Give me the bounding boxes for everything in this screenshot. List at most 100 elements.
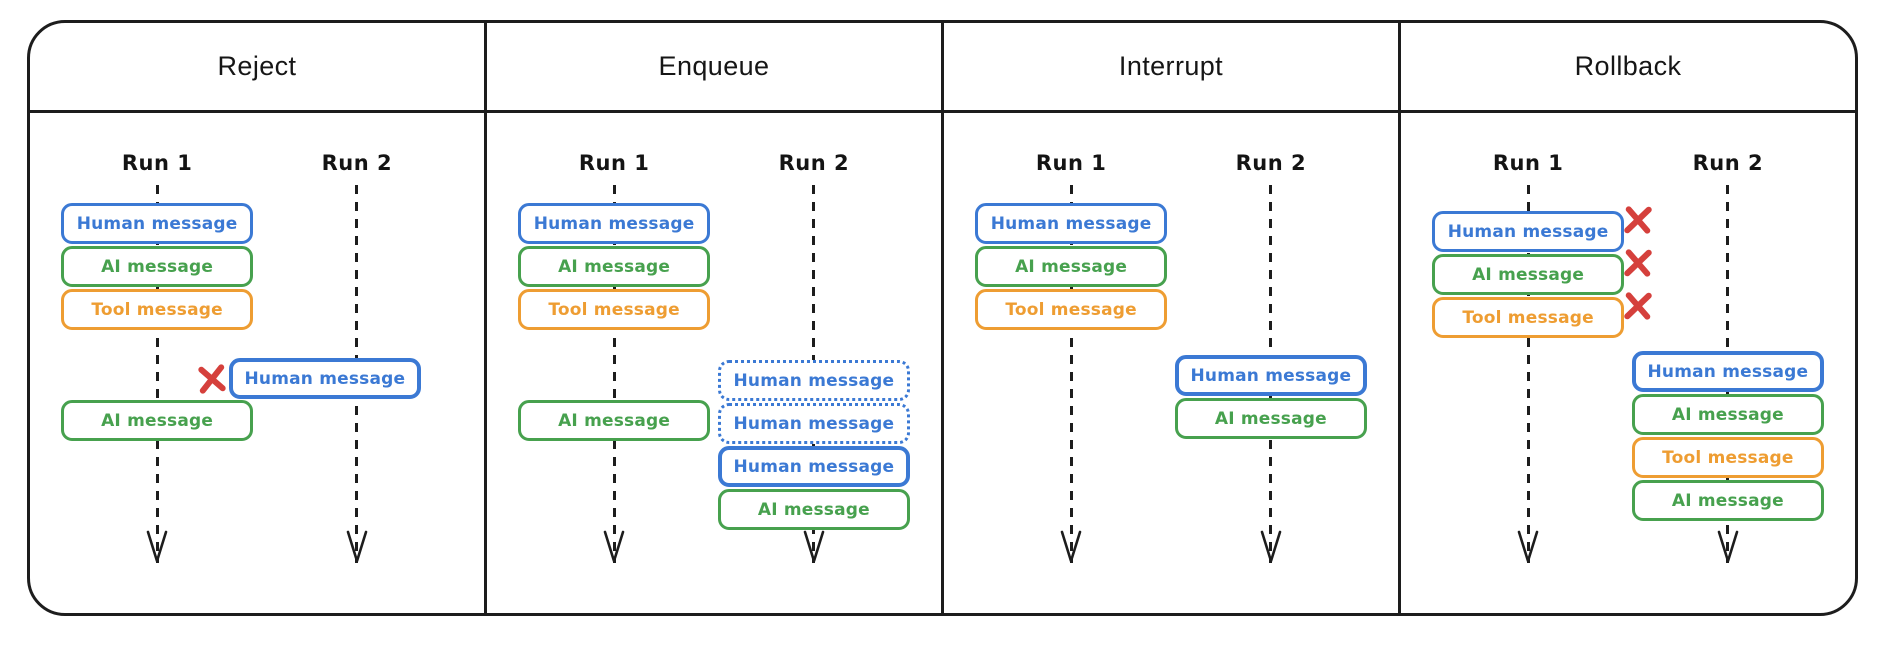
run-label: Run 2 bbox=[778, 151, 850, 175]
message-box-tool: Tool message bbox=[61, 289, 254, 330]
message-label: Human message bbox=[990, 213, 1152, 234]
message-box-ai: AI message bbox=[61, 246, 254, 287]
message-box-ai: AI message bbox=[1631, 480, 1824, 521]
message-label: Tool message bbox=[1662, 447, 1794, 468]
message-label: Human message bbox=[733, 456, 895, 477]
message-box-ai: AI message bbox=[717, 489, 910, 530]
arrow-down-icon bbox=[803, 530, 825, 563]
panel-header-enqueue: Enqueue bbox=[487, 23, 941, 113]
lane-line bbox=[155, 185, 159, 563]
arrow-down-icon bbox=[1060, 530, 1082, 563]
message-box-tool: Tool message bbox=[1631, 437, 1824, 478]
message-label: AI message bbox=[757, 499, 870, 520]
message-box-ai: AI message bbox=[1432, 249, 1652, 295]
arrow-down-icon bbox=[146, 530, 168, 563]
arrow-down-icon bbox=[1517, 530, 1539, 563]
arrow-down-icon bbox=[1717, 530, 1739, 563]
message-stack: Human message AI message bbox=[1174, 355, 1367, 441]
message-label: AI message bbox=[558, 410, 671, 431]
panel-header-rollback: Rollback bbox=[1401, 23, 1855, 113]
message-box-human: Human message bbox=[1174, 355, 1367, 396]
panel-header-interrupt: Interrupt bbox=[944, 23, 1398, 113]
message-label: Human message bbox=[533, 213, 695, 234]
lane-line bbox=[1526, 185, 1530, 563]
run-label: Run 1 bbox=[1035, 151, 1107, 175]
run-label: Run 2 bbox=[1692, 151, 1764, 175]
message-label: Human message bbox=[1190, 365, 1352, 386]
x-mark-icon bbox=[1624, 249, 1652, 277]
message-box-human: Human message bbox=[1432, 206, 1652, 252]
panel-title: Rollback bbox=[1574, 51, 1682, 81]
message-box-human: Human message bbox=[1631, 351, 1824, 392]
message-label: AI message bbox=[1671, 404, 1784, 425]
message-label: AI message bbox=[101, 256, 214, 277]
message-label: Tool message bbox=[91, 299, 223, 320]
message-box-human: Human message bbox=[975, 203, 1168, 244]
x-mark-icon bbox=[198, 363, 226, 394]
message-label: AI message bbox=[101, 410, 214, 431]
message-box-human: Human message bbox=[518, 203, 711, 244]
message-label: AI message bbox=[558, 256, 671, 277]
lane-run-2: Run 2 Human message bbox=[198, 113, 462, 613]
message-label: Human message bbox=[1447, 221, 1609, 242]
message-box-human: Human message bbox=[61, 203, 254, 244]
run-label: Run 2 bbox=[321, 151, 393, 175]
message-box-human: Human message bbox=[717, 446, 910, 487]
run-label: Run 1 bbox=[121, 151, 193, 175]
message-label: AI message bbox=[1472, 264, 1585, 285]
run-label: Run 2 bbox=[1235, 151, 1307, 175]
x-mark-icon bbox=[1624, 206, 1652, 234]
lane-line bbox=[612, 185, 616, 563]
arrow-down-icon bbox=[603, 530, 625, 563]
message-box-ai: AI message bbox=[61, 400, 254, 441]
run-label: Run 1 bbox=[1492, 151, 1564, 175]
message-box-tool: Tool message bbox=[975, 289, 1168, 330]
arrow-down-icon bbox=[1260, 530, 1282, 563]
message-box-human: Human message bbox=[717, 403, 910, 444]
x-mark-icon bbox=[1624, 292, 1652, 320]
message-box-ai: AI message bbox=[1631, 394, 1824, 435]
message-label: Tool message bbox=[1005, 299, 1137, 320]
lane-gap bbox=[518, 332, 710, 400]
message-label: AI message bbox=[1671, 490, 1784, 511]
message-label: Human message bbox=[76, 213, 238, 234]
panel-title: Reject bbox=[217, 51, 297, 81]
message-box-ai: AI message bbox=[1174, 398, 1367, 439]
lane-line bbox=[1069, 185, 1073, 563]
message-box-human: Human message bbox=[198, 358, 421, 399]
message-label: Human message bbox=[733, 370, 895, 391]
message-stack: Human message bbox=[198, 358, 421, 401]
message-label: AI message bbox=[1015, 256, 1128, 277]
panel-title: Enqueue bbox=[658, 51, 770, 81]
message-label: Human message bbox=[733, 413, 895, 434]
message-label: Tool message bbox=[548, 299, 680, 320]
lane-run-2: Run 2 Human message AI message bbox=[1166, 113, 1376, 613]
run-label: Run 1 bbox=[578, 151, 650, 175]
message-box-tool: Tool message bbox=[518, 289, 711, 330]
message-label: Human message bbox=[1647, 361, 1809, 382]
message-box-tool: Tool message bbox=[1432, 292, 1652, 338]
message-box-ai: AI message bbox=[975, 246, 1168, 287]
message-label: Human message bbox=[244, 368, 406, 389]
message-label: AI message bbox=[1214, 408, 1327, 429]
arrow-down-icon bbox=[346, 530, 368, 563]
panel-title: Interrupt bbox=[1118, 51, 1224, 81]
